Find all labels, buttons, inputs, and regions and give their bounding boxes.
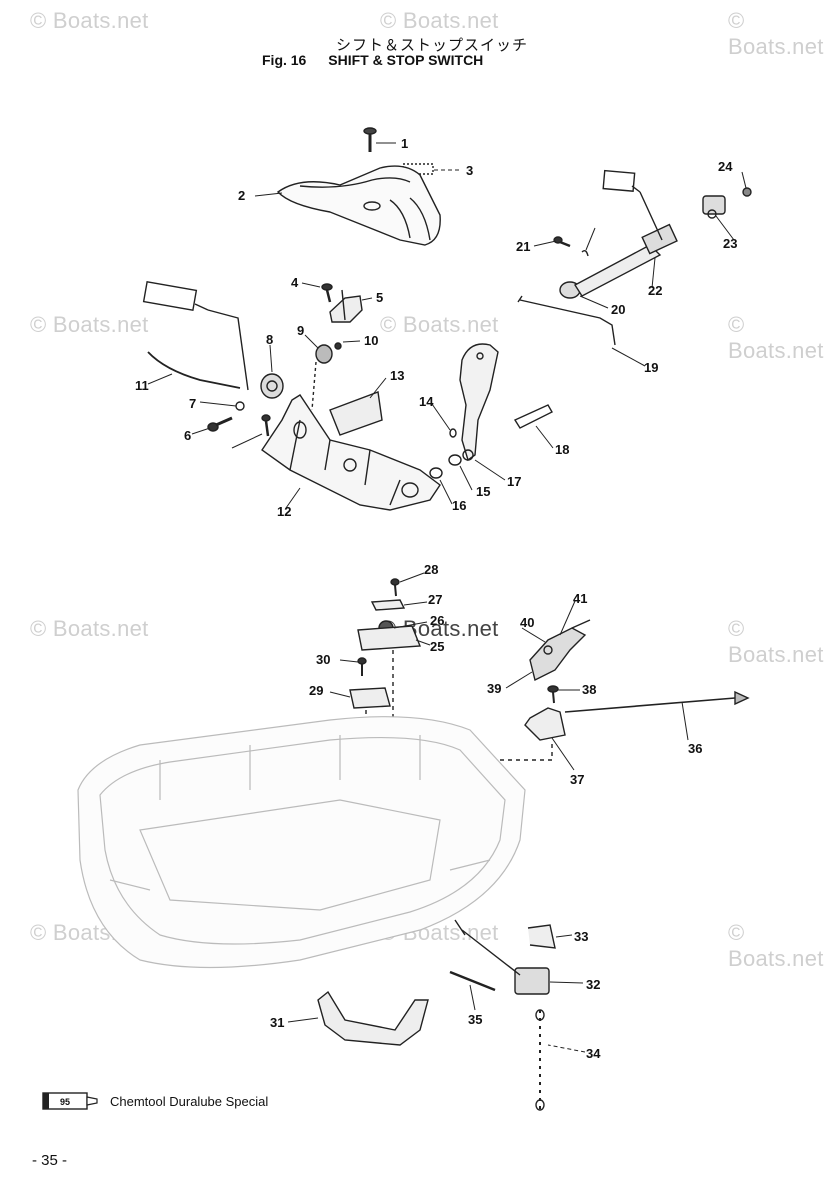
part-14-clip <box>449 428 457 438</box>
page-number: - 35 - <box>32 1152 68 1169</box>
part-label-14: 14 <box>419 394 434 409</box>
part-37-bracket <box>524 707 566 741</box>
part-label-8: 8 <box>266 332 273 347</box>
part-32-switch <box>454 919 550 995</box>
part-label-3: 3 <box>466 163 473 178</box>
legend: 95 Chemtool Duralube Special <box>42 1090 268 1112</box>
part-label-18: 18 <box>555 442 569 457</box>
part-label-6: 6 <box>184 428 191 443</box>
part-label-13: 13 <box>390 368 404 383</box>
part-label-25: 25 <box>430 639 444 654</box>
part-28-screw <box>390 578 400 597</box>
part-23-switch <box>702 195 726 219</box>
part-21-screw <box>553 236 571 248</box>
part-label-17: 17 <box>507 474 521 489</box>
part-label-9: 9 <box>297 323 304 338</box>
grease-tube-upper <box>602 169 636 192</box>
part-27-plate <box>370 599 406 611</box>
part-12-base <box>261 394 441 511</box>
legend-text: Chemtool Duralube Special <box>110 1093 269 1109</box>
part-label-4: 4 <box>291 275 299 290</box>
part-label-20: 20 <box>611 302 625 317</box>
title-japanese: シフト＆ストップスイッチ <box>336 36 529 54</box>
part-label-23: 23 <box>723 236 737 251</box>
part-label-30: 30 <box>316 652 330 667</box>
part-label-11: 11 <box>135 378 149 393</box>
part-17-lever <box>459 343 499 462</box>
part-label-32: 32 <box>586 977 600 992</box>
part-label-39: 39 <box>487 681 501 696</box>
part-10-ring <box>334 342 342 350</box>
watermark: © Boats.net <box>380 8 499 33</box>
part-label-40: 40 <box>520 615 534 630</box>
part-label-16: 16 <box>452 498 466 513</box>
part-40-41-switch <box>529 619 591 682</box>
part-label-41: 41 <box>573 591 587 606</box>
part-15-washer <box>448 454 462 466</box>
watermark: © Boats.net <box>728 616 824 667</box>
figure-title: Fig. 16 SHIFT & STOP SWITCH <box>262 52 483 68</box>
part-8-knob <box>260 373 284 399</box>
part-label-12: 12 <box>277 504 291 519</box>
part-label-37: 37 <box>570 772 584 787</box>
part-9-grommet <box>315 344 333 364</box>
watermark: © Boats.net <box>728 312 824 363</box>
part-1-screw <box>363 127 377 152</box>
part-label-34: 34 <box>586 1046 601 1061</box>
grease-tube-icon: 95 <box>42 1092 98 1110</box>
part-33-clip <box>527 924 556 949</box>
part-label-22: 22 <box>648 283 662 298</box>
part-24-nut <box>742 187 752 197</box>
part-4-5-bracket <box>321 283 363 323</box>
part-label-24: 24 <box>718 159 733 174</box>
part-4-bolt-lower <box>261 414 271 437</box>
part-label-19: 19 <box>644 360 658 375</box>
part-31-bracket <box>317 990 429 1046</box>
legend-tube-code: 95 <box>60 1097 70 1107</box>
part-14-clip-upper <box>581 249 589 257</box>
part-19-rod <box>519 299 616 346</box>
part-label-35: 35 <box>468 1012 482 1027</box>
part-label-2: 2 <box>238 188 245 203</box>
part-35-pin <box>449 970 496 992</box>
part-label-28: 28 <box>424 562 438 577</box>
part-13-plate <box>329 391 383 436</box>
figure-number: Fig. 16 <box>262 52 307 68</box>
part-label-27: 27 <box>428 592 442 607</box>
part-16-washer <box>429 467 443 479</box>
watermark: © Boats.net <box>30 312 149 337</box>
watermark: © Boats.net <box>728 920 824 971</box>
part-30-screw <box>357 657 367 676</box>
part-11-cable <box>142 280 249 391</box>
part-18-pin <box>513 404 553 429</box>
part-label-1: 1 <box>401 136 408 151</box>
part-34-chain <box>535 1009 545 1111</box>
part-label-38: 38 <box>582 682 596 697</box>
part-36-cable <box>564 697 736 713</box>
part-label-10: 10 <box>364 333 378 348</box>
watermark: © Boats.net <box>728 8 824 59</box>
part-29-plate <box>349 687 391 709</box>
part-label-21: 21 <box>516 239 530 254</box>
part-label-26: 26 <box>430 613 444 628</box>
part-25-gasket <box>357 625 422 651</box>
part-20-22-shaft <box>559 223 678 299</box>
part-2-cover <box>276 165 441 246</box>
part-label-15: 15 <box>476 484 490 499</box>
watermark: © Boats.net <box>380 312 499 337</box>
engine-pan <box>77 716 526 969</box>
figure-title-text: SHIFT & STOP SWITCH <box>328 52 484 68</box>
part-label-7: 7 <box>189 396 196 411</box>
part-label-36: 36 <box>688 741 702 756</box>
part-38-screw <box>547 685 559 704</box>
part-label-31: 31 <box>270 1015 284 1030</box>
part-label-33: 33 <box>574 929 588 944</box>
part-label-29: 29 <box>309 683 323 698</box>
watermark: © Boats.net <box>30 616 149 641</box>
part-7-washer <box>235 401 245 411</box>
watermark: © Boats.net <box>30 8 149 33</box>
part-label-5: 5 <box>376 290 383 305</box>
part-6-bolt <box>207 416 233 432</box>
